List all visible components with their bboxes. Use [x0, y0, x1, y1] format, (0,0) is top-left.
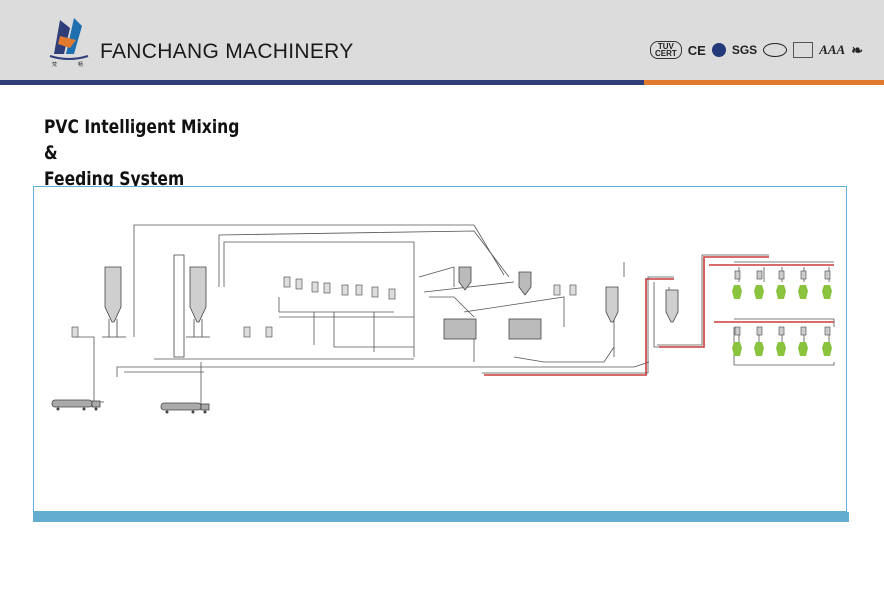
- header-divider-orange: [644, 80, 884, 85]
- sgs-icon: SGS: [731, 43, 758, 57]
- footer-band: [33, 512, 849, 522]
- svg-text:梵: 梵: [52, 62, 57, 68]
- globe-cert-icon: [711, 43, 726, 57]
- ce-mark-icon: CE: [687, 42, 706, 58]
- credit-symbol-icon: ❧: [851, 41, 863, 58]
- svg-text:畅: 畅: [78, 61, 83, 68]
- brand-name: FANCHANG MACHINERY: [100, 40, 354, 63]
- header-divider-blue: [0, 80, 644, 85]
- oval-cert-icon: [763, 43, 788, 57]
- box-cert-icon: [793, 42, 814, 58]
- title-line-1: PVC Intelligent Mixing &: [44, 116, 240, 164]
- process-flow-diagram: [51, 224, 835, 414]
- diagram-frame: [33, 186, 847, 512]
- aaa-rating-icon: AAA: [819, 42, 846, 57]
- page-title: PVC Intelligent Mixing & Feeding System: [44, 114, 257, 192]
- title-line-2: Feeding System: [44, 168, 185, 190]
- company-logo: 梵 畅: [49, 18, 89, 68]
